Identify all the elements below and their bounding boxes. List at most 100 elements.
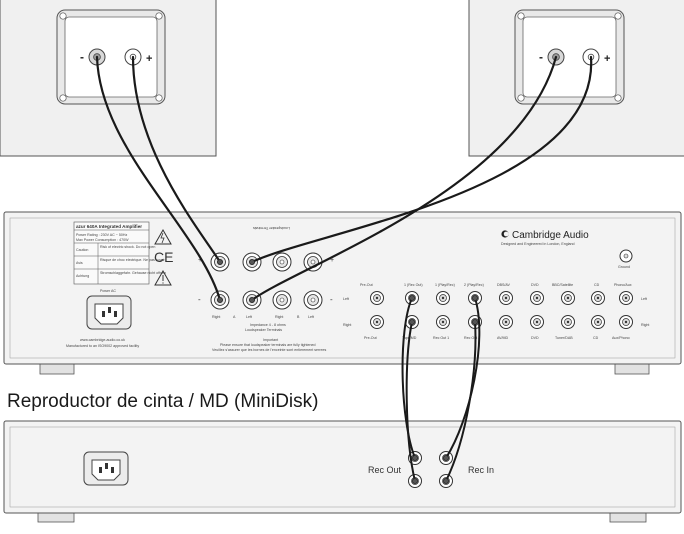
important-text: Please ensure that loudspeaker terminals…	[220, 343, 316, 347]
warning-2-text: Stromschlaggefahr. Gehause nicht offnen	[100, 271, 166, 275]
cable-play-left	[401, 297, 416, 459]
left-speaker: - +	[0, 0, 217, 157]
svg-text:CE: CE	[154, 249, 173, 265]
rca-footer-2: Rec Out 1	[433, 336, 449, 340]
left-speaker-plus-label: +	[146, 53, 152, 65]
spec-label: azur 640A Integrated Amplifier Power Rat…	[73, 221, 166, 285]
rca-jack-dbs-left[interactable]	[499, 291, 513, 305]
rca-jack-cd-right[interactable]	[591, 315, 605, 329]
cable-play-right	[405, 321, 416, 482]
rca-footer-6: Tuner/DAB	[555, 336, 573, 340]
row-right-label-a: Right	[343, 323, 351, 327]
speaker-terminal-right-b-minus[interactable]	[272, 290, 292, 310]
rca-jack-preout-left[interactable]	[370, 291, 384, 305]
terminals-top-label: Loudspeaker Terminals	[253, 226, 290, 230]
rca-header-5: DVD	[531, 283, 539, 287]
terminal-col-right-b: Right	[275, 315, 283, 319]
rca-jack-playrec1-left[interactable]	[436, 291, 450, 305]
rca-jack-cd-left[interactable]	[591, 291, 605, 305]
rca-footer-0: Pre-Out	[364, 336, 377, 340]
rca-header-4: DBS/AV	[497, 283, 511, 287]
rca-jack-playrec1-right[interactable]	[436, 315, 450, 329]
important-text-fr: Veuillez s'assurer que les bornes de l'e…	[212, 348, 326, 352]
left-speaker-minus-label: -	[80, 50, 84, 64]
tape-deck-power-socket[interactable]	[83, 451, 129, 486]
terminal-col-left-a: Left	[246, 315, 252, 319]
cable-left-speaker-minus	[95, 55, 222, 302]
row-right-label-b: Right	[641, 323, 649, 327]
lightning-warning-icon	[154, 228, 172, 245]
terminal-minus-left: -	[198, 295, 201, 304]
speaker-terminal-left-b-minus[interactable]	[303, 290, 323, 310]
terminal-col-a: A	[233, 315, 236, 319]
rec-in-label: Rec In	[468, 465, 494, 475]
warning-2-label: Achtung	[76, 274, 89, 278]
speaker-cables	[95, 55, 593, 302]
rca-jack-aux-left[interactable]	[619, 291, 633, 305]
rca-jack-preout-right[interactable]	[370, 315, 384, 329]
important-title: Important	[263, 338, 278, 342]
cable-rec-right	[445, 321, 477, 482]
rca-footer-8: Aux/Phono	[612, 336, 630, 340]
ground-label: Ground	[618, 265, 630, 269]
rec-out-label: Rec Out	[368, 465, 402, 475]
rca-header-8: Phono/Aux	[614, 283, 632, 287]
rca-header-3: 2 (Play/Rec)	[464, 283, 484, 287]
ground-terminal[interactable]	[619, 249, 633, 263]
warning-0-label: Caution	[76, 248, 88, 252]
terminal-col-right-a: Right	[212, 315, 220, 319]
terminal-plus-left: +	[198, 257, 202, 264]
rca-footer-7: CD	[593, 336, 599, 340]
terminal-minus-right: -	[330, 295, 333, 304]
rca-jack-aux-right[interactable]	[619, 315, 633, 329]
rca-jack-tuner-right[interactable]	[561, 315, 575, 329]
power-socket[interactable]	[86, 295, 132, 330]
amp-spec-0: Power Rating : 230V AC ~ 50Hz	[76, 233, 127, 237]
rca-footer-3: Rec Out 2	[464, 336, 480, 340]
right-speaker-minus-label: -	[539, 50, 543, 64]
rca-header-0: Pre-Out	[360, 283, 373, 287]
rca-header-6: BBC/Satellite	[552, 283, 573, 287]
amp-spec-1: Max Power Consumption : 470W	[76, 238, 129, 242]
brand-tagline: Designed and Engineered in London, Engla…	[501, 242, 575, 246]
row-left-label-b: Left	[641, 297, 647, 301]
cable-plugs	[216, 258, 478, 484]
right-speaker-plus-label: +	[604, 53, 610, 65]
terminal-col-left-b: Left	[308, 315, 314, 319]
rca-header-2: 1 (Play/Rec)	[435, 283, 455, 287]
tape-deck-title: Reproductor de cinta / MD (MiniDisk)	[7, 391, 318, 412]
rca-jack-dvd-right[interactable]	[530, 315, 544, 329]
tape-cables	[401, 297, 481, 482]
cambridge-audio-logo-icon	[501, 230, 509, 238]
terminal-col-b: B	[297, 315, 300, 319]
rca-jack-tuner-left[interactable]	[561, 291, 575, 305]
website-label: www.cambridge-audio.co.uk	[80, 338, 125, 342]
exclamation-warning-icon	[154, 269, 172, 286]
terminal-plus-right: +	[330, 257, 334, 264]
cable-rec-left	[445, 297, 481, 459]
ce-mark-icon: CE	[154, 249, 173, 265]
speaker-terminal-left-b-plus[interactable]	[303, 252, 323, 272]
cable-right-speaker-minus	[250, 55, 558, 302]
manufactured-label: Manufactured to an ISO9002 approved faci…	[66, 344, 139, 348]
rca-footer-5: DVD	[531, 336, 539, 340]
amplifier: azur 640A Integrated Amplifier Power Rat…	[3, 211, 682, 375]
cable-right-speaker-plus	[250, 55, 593, 264]
rca-jack-dvd-left[interactable]	[530, 291, 544, 305]
warning-1-text: Risque de choc electrique. Ne pas ouvrir	[100, 258, 166, 262]
rca-jack-dbs-right[interactable]	[499, 315, 513, 329]
right-speaker: - +	[468, 0, 684, 157]
speaker-terminal-right-b-plus[interactable]	[272, 252, 292, 272]
power-ac-label: Power AC	[100, 289, 116, 293]
amp-model: azur 640A Integrated Amplifier	[76, 224, 142, 229]
cable-left-speaker-plus	[131, 55, 222, 264]
warning-0-text: Risk of electric shock. Do not open	[100, 245, 155, 249]
terminals-impedance: Impedance 4 - 8 ohms	[250, 323, 286, 327]
tape-deck: Rec Out Rec In	[3, 420, 682, 523]
warning-1-label: Avis	[76, 261, 83, 265]
terminals-title: Loudspeaker Terminals	[245, 328, 282, 332]
rca-header-1: 1 (Rec Out)	[404, 283, 423, 287]
rca-header-7: CD	[594, 283, 600, 287]
brand-name: Cambridge Audio	[512, 230, 589, 241]
rca-footer-4: AV/MD	[497, 336, 509, 340]
